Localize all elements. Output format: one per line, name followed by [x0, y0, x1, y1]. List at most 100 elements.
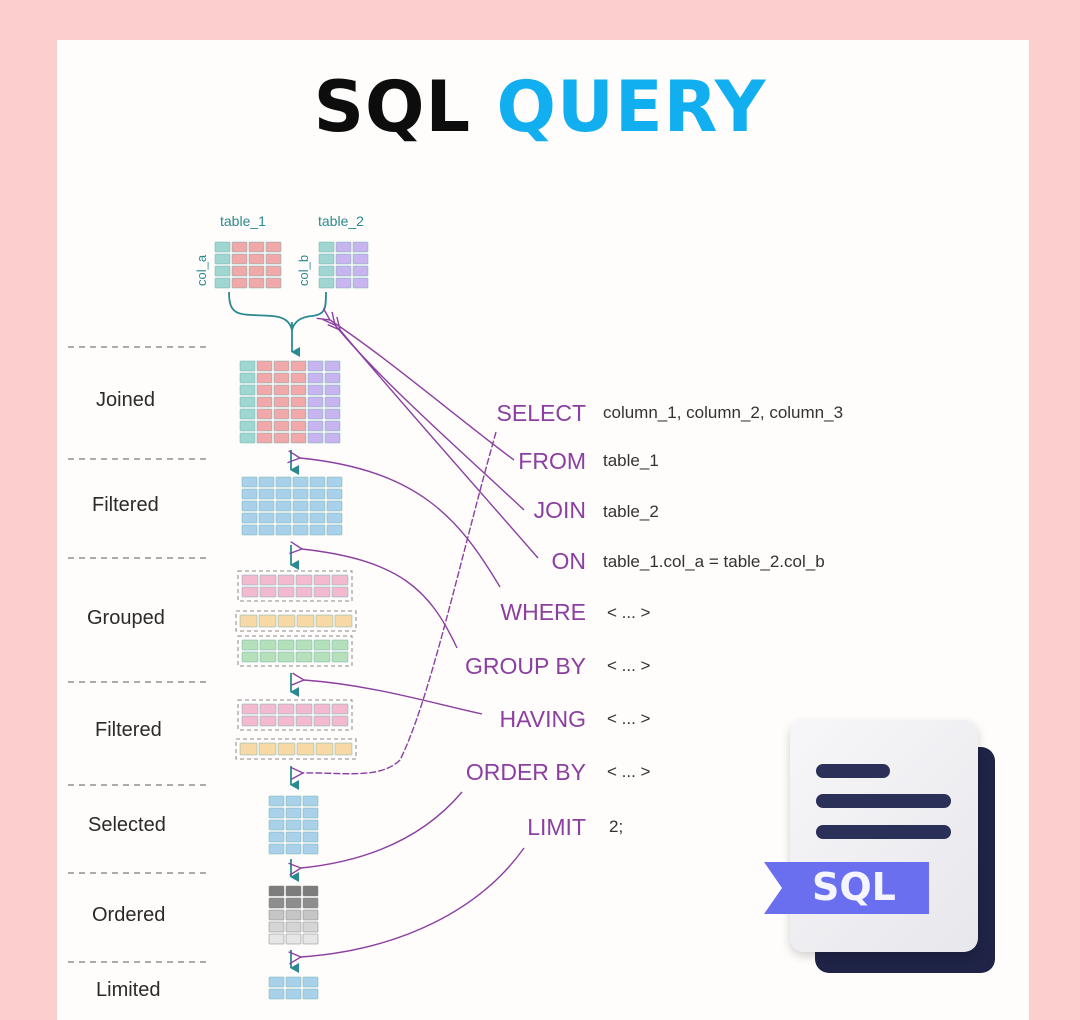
stage-joined: Joined [96, 389, 155, 411]
table-cell [277, 639, 295, 651]
table-cell [302, 831, 319, 843]
table-cell [268, 843, 285, 855]
table-cell [277, 651, 295, 663]
table-cell [307, 432, 324, 444]
stage-selected: Selected [88, 814, 166, 836]
keyword-limit: LIMIT [527, 814, 586, 840]
table-1-label: table_1 [220, 213, 266, 229]
table-cell [290, 372, 307, 384]
table-cell [309, 488, 326, 500]
keyword-on: ON [551, 548, 587, 574]
table-cell [268, 988, 285, 1000]
table-cell [277, 715, 295, 727]
file-text-line [816, 794, 951, 808]
table-cell [241, 512, 258, 524]
table-cell [324, 420, 341, 432]
table-cell [256, 432, 273, 444]
table-cell [302, 909, 319, 921]
ordered-table [268, 885, 319, 945]
table-cell [295, 639, 313, 651]
group-outline [235, 738, 357, 760]
sql-tag-label: SQL [812, 865, 896, 909]
table-cell [290, 408, 307, 420]
table-cell [259, 703, 277, 715]
table-cell [302, 933, 319, 945]
table-cell [318, 241, 335, 253]
table-cell [268, 921, 285, 933]
on-arrow [340, 330, 539, 559]
source-table-1 [214, 241, 282, 289]
grouped-pink [237, 570, 353, 602]
keyword-where: WHERE [500, 599, 586, 625]
table-cell [275, 476, 292, 488]
table-cell [295, 586, 313, 598]
table-cell [256, 384, 273, 396]
table-cell [239, 360, 256, 372]
table-cell [302, 819, 319, 831]
table-cell [296, 742, 315, 756]
table-cell [292, 524, 309, 536]
argument-on: table_1.col_a = table_2.col_b [603, 552, 825, 571]
table-cell [335, 253, 352, 265]
table-cell [273, 384, 290, 396]
table-cell [324, 408, 341, 420]
table-cell [295, 715, 313, 727]
table-cell [214, 241, 231, 253]
table-cell [241, 524, 258, 536]
table-cell [268, 795, 285, 807]
table-cell [277, 703, 295, 715]
table-cell [352, 253, 369, 265]
table-cell [335, 241, 352, 253]
table-cell [290, 360, 307, 372]
table-cell [318, 265, 335, 277]
table-cell [248, 241, 265, 253]
group-outline [237, 570, 353, 602]
stage-limited: Limited [96, 979, 161, 1001]
table-cell [302, 807, 319, 819]
table-cell [318, 277, 335, 289]
table-cell [331, 586, 349, 598]
table-cell [331, 651, 349, 663]
table-cell [313, 651, 331, 663]
table-cell [248, 253, 265, 265]
table-cell [259, 586, 277, 598]
table-cell [258, 500, 275, 512]
table-cell [275, 524, 292, 536]
table-cell [313, 586, 331, 598]
table-cell [214, 253, 231, 265]
table-cell [285, 976, 302, 988]
table-cell [258, 614, 277, 628]
table-cell [295, 574, 313, 586]
table-cell [256, 396, 273, 408]
from-arrow [330, 320, 515, 461]
file-text-line [816, 825, 951, 839]
table-cell [241, 574, 259, 586]
title-query: QUERY [496, 66, 767, 148]
table-cell [268, 807, 285, 819]
table-cell [315, 614, 334, 628]
table-cell [292, 500, 309, 512]
table-cell [309, 500, 326, 512]
sql-tag-ribbon [764, 862, 929, 914]
table-cell [285, 807, 302, 819]
table-cell [258, 476, 275, 488]
table-cell [335, 265, 352, 277]
table-cell [214, 277, 231, 289]
table-cell [292, 476, 309, 488]
table-cell [239, 372, 256, 384]
argument-from: table_1 [603, 451, 659, 470]
table-cell [273, 420, 290, 432]
table-cell [231, 277, 248, 289]
table-cell [239, 384, 256, 396]
table-cell [239, 614, 258, 628]
table-cell [352, 241, 369, 253]
table-cell [290, 420, 307, 432]
group-outline [235, 610, 357, 632]
source-table-2 [318, 241, 369, 289]
keyword-order-by: ORDER BY [465, 759, 586, 785]
table-cell [331, 639, 349, 651]
table-cell [273, 432, 290, 444]
table-cell [268, 909, 285, 921]
table-cell [259, 651, 277, 663]
keyword-join: JOIN [533, 497, 586, 523]
